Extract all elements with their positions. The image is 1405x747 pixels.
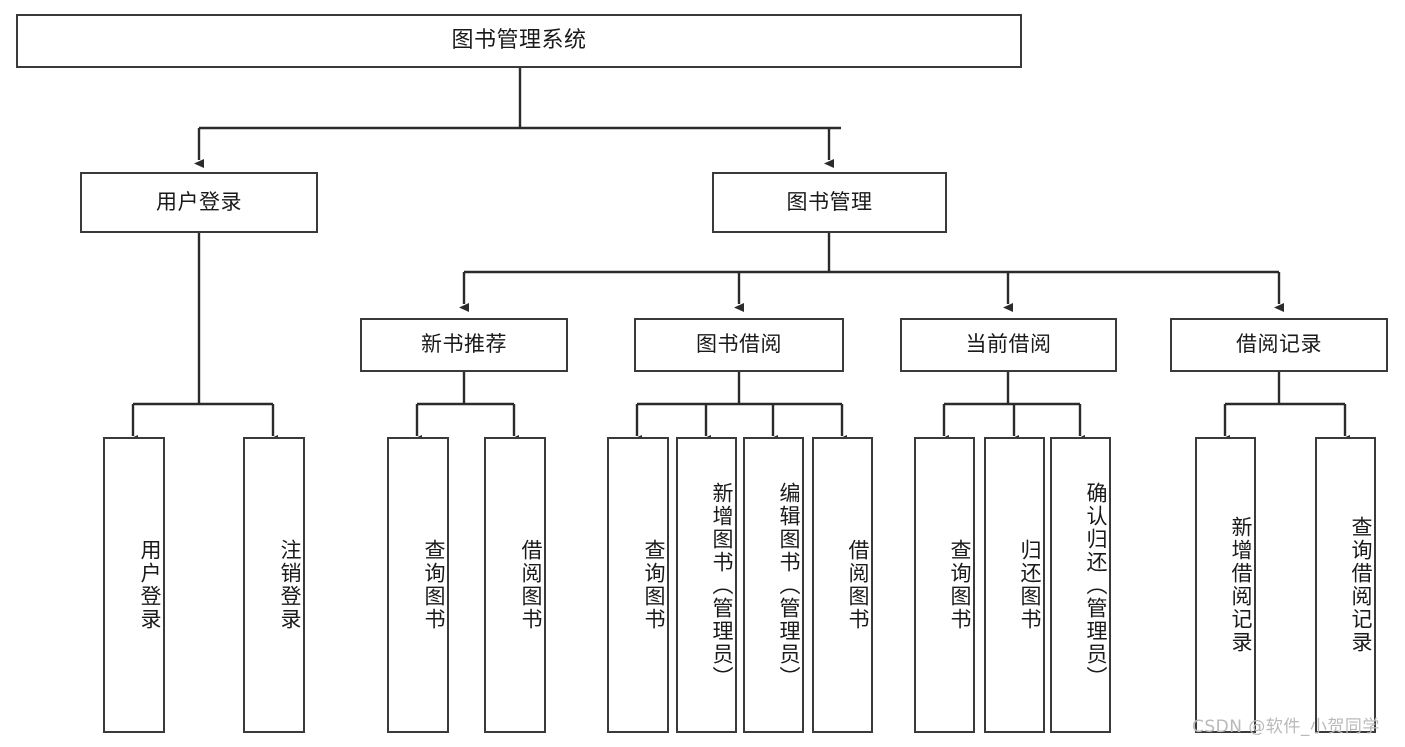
node-leaf-borrow-book-2-label: 借阅图书 [846, 539, 870, 631]
node-root-system-label: 图书管理系统 [451, 27, 587, 53]
node-leaf-logout-login[interactable]: 注销登录 [243, 437, 305, 733]
node-leaf-query-borrow-record[interactable]: 查询借阅记录 [1315, 437, 1376, 733]
node-user-login-label: 用户登录 [156, 189, 242, 214]
node-book-borrow[interactable]: 图书借阅 [634, 318, 844, 372]
node-new-book-recommend-label: 新书推荐 [421, 332, 507, 357]
node-leaf-query-book-1[interactable]: 查询图书 [387, 437, 449, 733]
node-book-management-label: 图书管理 [786, 189, 873, 214]
node-leaf-query-book-3[interactable]: 查询图书 [914, 437, 975, 733]
node-leaf-query-borrow-record-label: 查询借阅记录 [1349, 516, 1373, 654]
node-book-borrow-label: 图书借阅 [696, 332, 782, 357]
node-leaf-add-borrow-record-label: 新增借阅记录 [1229, 516, 1253, 654]
node-borrow-record-label: 借阅记录 [1236, 332, 1322, 357]
node-leaf-query-book-2[interactable]: 查询图书 [607, 437, 669, 733]
node-leaf-confirm-return-label: 确认归还（管理员） [1084, 481, 1108, 689]
node-leaf-borrow-book-1[interactable]: 借阅图书 [484, 437, 546, 733]
csdn-watermark: CSDN @软件_小贺同学 [1192, 717, 1380, 737]
node-leaf-add-book-label: 新增图书（管理员） [710, 481, 734, 689]
node-borrow-record[interactable]: 借阅记录 [1170, 318, 1388, 372]
node-leaf-query-book-1-label: 查询图书 [422, 539, 446, 631]
node-leaf-query-book-2-label: 查询图书 [642, 539, 666, 631]
node-leaf-edit-book[interactable]: 编辑图书（管理员） [743, 437, 804, 733]
node-leaf-borrow-book-1-label: 借阅图书 [519, 539, 543, 631]
node-leaf-add-book[interactable]: 新增图书（管理员） [676, 437, 737, 733]
node-leaf-user-login-label: 用户登录 [138, 539, 162, 631]
node-leaf-query-book-3-label: 查询图书 [948, 539, 972, 631]
node-leaf-logout-login-label: 注销登录 [278, 539, 302, 631]
node-current-borrow-label: 当前借阅 [965, 332, 1052, 357]
node-leaf-borrow-book-2[interactable]: 借阅图书 [812, 437, 873, 733]
node-leaf-edit-book-label: 编辑图书（管理员） [777, 481, 801, 689]
node-new-book-recommend[interactable]: 新书推荐 [360, 318, 568, 372]
node-leaf-user-login[interactable]: 用户登录 [103, 437, 165, 733]
node-leaf-add-borrow-record[interactable]: 新增借阅记录 [1195, 437, 1256, 733]
node-user-login[interactable]: 用户登录 [80, 172, 318, 233]
node-leaf-confirm-return[interactable]: 确认归还（管理员） [1050, 437, 1111, 733]
node-root-system[interactable]: 图书管理系统 [16, 14, 1022, 68]
node-leaf-return-book[interactable]: 归还图书 [984, 437, 1045, 733]
node-leaf-return-book-label: 归还图书 [1018, 539, 1042, 631]
node-current-borrow[interactable]: 当前借阅 [900, 318, 1117, 372]
node-book-management[interactable]: 图书管理 [712, 172, 947, 233]
